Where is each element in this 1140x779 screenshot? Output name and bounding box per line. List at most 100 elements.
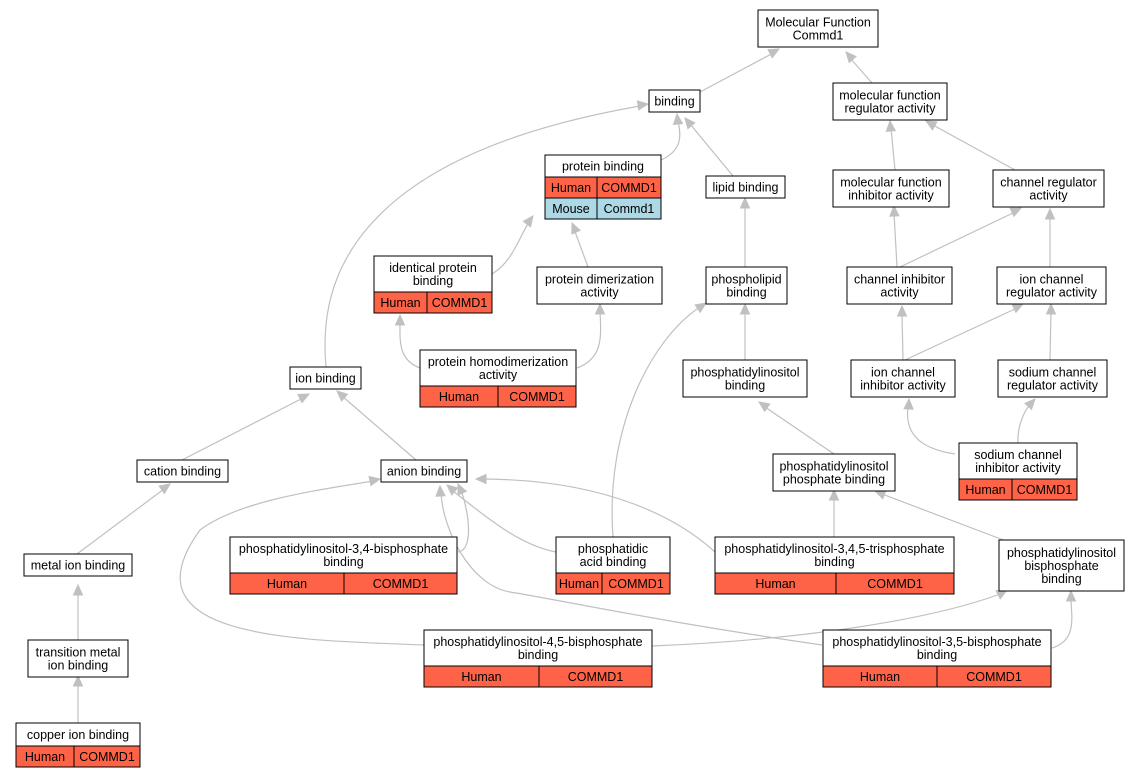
node-label: cation binding [144,465,221,479]
node-label: ion binding [295,372,356,386]
edge-arrowhead [845,51,857,64]
edge-arrowhead [522,215,534,228]
edge-arrowhead [873,489,887,500]
edge-line [181,397,304,461]
gene-cell [1011,478,1078,501]
node-label: binding [1041,572,1081,586]
edge-arrowhead [636,100,650,111]
node-label: phosphatidylinositol-3,4,5-trisphosphate [724,542,944,556]
species-label: Human [755,577,795,591]
node-label: protein dimerization [545,273,654,287]
gene-cell [596,197,662,220]
species-label: Mouse [552,202,590,216]
node-box [419,349,577,387]
node-label: molecular function [840,176,941,190]
node-label: phosphatidylinositol [690,366,799,380]
node-label: transition metal [36,646,121,660]
node-label: protein homodimerization [428,355,568,369]
node-box [822,629,1052,667]
gene-label: COMMD1 [1017,483,1073,497]
gene-cell [601,572,671,595]
node-metal[interactable]: metal ion binding [23,553,133,577]
node-label: phosphatidylinositol-4,5-bisphosphate [433,635,642,649]
node-box [846,266,953,305]
gene-cell [426,291,493,314]
node-pi345[interactable]: phosphatidylinositol-3,4,5-trisphosphate… [714,536,955,595]
node-label: bisphosphate [1024,559,1098,573]
node-label: phosphatidylinositol-3,4-bisphosphate [239,542,448,556]
node-lipidbinding[interactable]: lipid binding [705,175,786,199]
edge-line [324,105,641,368]
edge-arrowhead [1009,207,1023,218]
gene-label: Commd1 [604,202,655,216]
node-ionbinding[interactable]: ion binding [289,366,362,390]
edge-arrowhead [684,117,696,130]
edge-arrowhead [336,390,349,402]
node-label: channel regulator [1000,176,1097,190]
node-box [772,453,896,492]
gene-cell [835,572,955,595]
gene-label: COMMD1 [867,577,923,591]
gene-label: COMMD1 [601,181,657,195]
node-box [714,536,955,574]
node-box [832,169,950,208]
edge-arrowhead [739,196,751,209]
edge-line [901,312,904,361]
node-pi45[interactable]: phosphatidylinositol-4,5-bisphosphatebin… [423,629,653,688]
node-label: binding [518,648,558,662]
node-cation[interactable]: cation binding [136,459,229,483]
edge-line [457,489,470,553]
species-label: Human [559,577,599,591]
edge-arrowhead [885,119,897,132]
node-pi34[interactable]: phosphatidylinositol-3,4-bisphosphatebin… [229,536,458,595]
edge-arrowhead [739,302,751,315]
node-label: phospholipid [711,273,781,287]
edge-line [699,51,776,93]
gene-label: COMMD1 [373,577,429,591]
edge-arrowhead [72,674,84,687]
node-binding[interactable]: binding [648,89,701,113]
edge-line [904,307,1018,361]
edge-arrowhead [889,204,900,217]
node-pi35[interactable]: phosphatidylinositol-3,5-bisphosphatebin… [822,629,1052,688]
node-label: sodium channel [974,448,1062,462]
node-box [136,459,229,483]
node-label: binding [726,286,766,300]
node-box [648,89,701,113]
edge-line [689,123,734,177]
node-box [229,536,458,574]
edge-arrowhead [1065,589,1077,602]
edge-line [660,120,681,161]
edge-arrowhead [368,475,382,487]
gene-label: COMMD1 [568,670,624,684]
gene-label: COMMD1 [966,670,1022,684]
node-anion[interactable]: anion binding [380,459,468,483]
node-box [705,266,788,305]
species-label: Human [439,390,479,404]
edge-line [1017,402,1032,444]
edge-arrowhead [1011,303,1025,314]
edge-line [893,212,898,268]
node-box [832,82,948,121]
node-box [23,553,133,577]
